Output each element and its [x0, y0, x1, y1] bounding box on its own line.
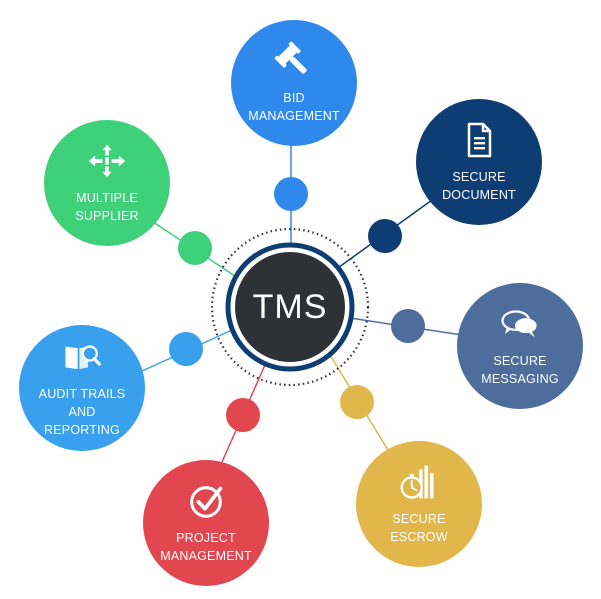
joint-dot-project — [226, 398, 260, 432]
joint-dot-escrow — [340, 385, 374, 419]
joint-dot-bid — [274, 177, 308, 211]
hub-circle — [235, 252, 345, 362]
arrows-converge-icon — [87, 141, 127, 181]
stopwatch-chart-icon — [399, 462, 439, 502]
joint-dot-supplier — [178, 231, 212, 265]
book-magnifier-icon — [62, 337, 102, 377]
hub-label: TMS — [252, 287, 328, 326]
document-icon — [459, 120, 499, 160]
joint-dot-messaging — [391, 309, 425, 343]
joint-dot-audit — [169, 332, 203, 366]
chat-bubbles-icon — [500, 304, 540, 344]
gavel-icon — [274, 41, 314, 81]
hub-dotted-ring — [210, 227, 370, 387]
joint-dot-document — [368, 219, 402, 253]
check-badge-icon — [186, 481, 226, 521]
